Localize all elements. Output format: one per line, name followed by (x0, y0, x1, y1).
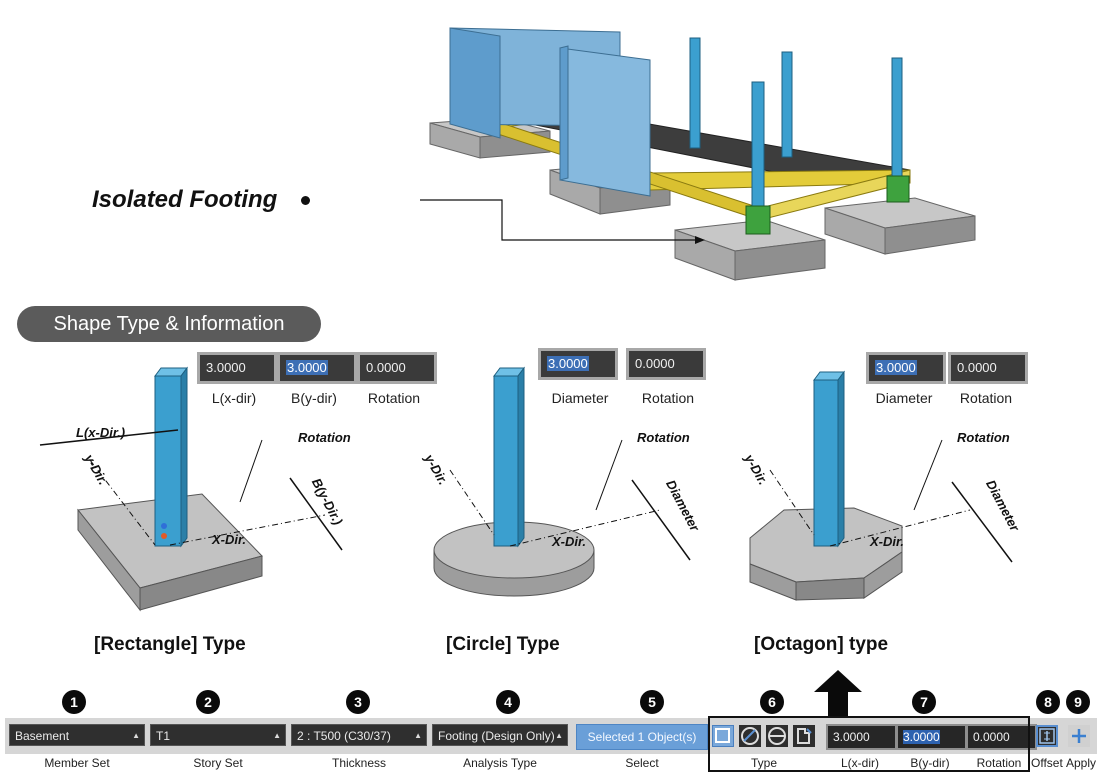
up-arrow-icon (814, 670, 862, 720)
badge-4: 4 (496, 690, 520, 714)
footing-slab-front (674, 219, 826, 281)
badge-1: 1 (62, 690, 86, 714)
structure-3d-illustration (420, 27, 976, 281)
offset-label: Offset (1031, 756, 1063, 770)
story-set-dropdown[interactable]: T1▲ (150, 724, 286, 746)
b-y-dir-label: B(y-dir) (910, 756, 950, 770)
circle-diagram (433, 366, 691, 597)
rect-l-label: L(x-dir) (211, 390, 257, 406)
octagon-diagram (749, 370, 1013, 601)
apply-label: Apply (1066, 756, 1097, 770)
rect-rotation-field: 0.0000 (357, 352, 437, 384)
octagon-type-icon[interactable] (766, 725, 788, 747)
l-dir-label: L(x-Dir.) (76, 425, 126, 440)
select-label: Select (625, 756, 659, 770)
offset-icon[interactable] (1036, 725, 1058, 747)
octagon-caption: [Octagon] type (754, 634, 889, 655)
octagon-rotation-label-text: Rotation (959, 390, 1013, 406)
wall-panel (559, 45, 651, 197)
circle-x-dir-label: X-Dir. (552, 534, 586, 549)
analysis-type-dropdown[interactable]: Footing (Design Only)▲ (432, 724, 568, 746)
octagon-diameter-field: 3.0000 (866, 352, 946, 384)
circle-type-icon[interactable] (739, 725, 761, 747)
octagon-diameter-label-text: Diameter (875, 390, 933, 406)
circle-caption: [Circle] Type (446, 634, 560, 655)
analysis-type-label: Analysis Type (463, 756, 537, 770)
rect-b-label: B(y-dir) (291, 390, 337, 406)
custom-type-icon[interactable] (793, 725, 815, 747)
x-dir-label: X-Dir. (212, 532, 246, 547)
columns (689, 37, 903, 211)
badge-7: 7 (912, 690, 936, 714)
member-set-label: Member Set (44, 756, 110, 770)
rectangle-type-icon[interactable] (712, 725, 734, 747)
member-set-dropdown[interactable]: Basement▲ (9, 724, 145, 746)
apply-plus-icon[interactable] (1068, 725, 1090, 747)
rectangle-diagram (39, 366, 343, 612)
circle-rotation-field: 0.0000 (626, 348, 706, 380)
octagon-rotation-label: Rotation (957, 430, 1010, 445)
rotation-label-toolbar: Rotation (976, 756, 1022, 770)
badge-3: 3 (346, 690, 370, 714)
circle-diameter-field: 3.0000 (538, 348, 618, 380)
leader-dot (301, 196, 310, 205)
thickness-dropdown[interactable]: 2 : T500 (C30/37)▲ (291, 724, 427, 746)
circle-rotation-label-text: Rotation (641, 390, 695, 406)
circle-diameter-label-text: Diameter (551, 390, 609, 406)
section-pill: Shape Type & Information (17, 306, 321, 342)
footing-slab-right (824, 197, 976, 255)
badge-8: 8 (1036, 690, 1060, 714)
l-x-dir-label: L(x-dir) (841, 756, 879, 770)
octagon-x-dir-label: X-Dir. (870, 534, 904, 549)
story-set-label: Story Set (193, 756, 243, 770)
rect-l-field: 3.0000 (197, 352, 277, 384)
thickness-label: Thickness (331, 756, 387, 770)
rect-b-field: 3.0000 (277, 352, 357, 384)
circle-rotation-label: Rotation (637, 430, 690, 445)
badge-2: 2 (196, 690, 220, 714)
type-label: Type (750, 756, 777, 770)
octagon-rotation-field: 0.0000 (948, 352, 1028, 384)
select-objects-button[interactable]: Selected 1 Object(s) (576, 724, 708, 750)
shape-input-highlight (708, 716, 1030, 772)
badge-5: 5 (640, 690, 664, 714)
rect-rotation-label: Rotation (367, 390, 421, 406)
rotation-label: Rotation (298, 430, 351, 445)
rectangle-caption: [Rectangle] Type (94, 634, 246, 655)
isolated-footing-label: Isolated Footing (92, 186, 278, 213)
badge-6: 6 (760, 690, 784, 714)
badge-9: 9 (1066, 690, 1090, 714)
